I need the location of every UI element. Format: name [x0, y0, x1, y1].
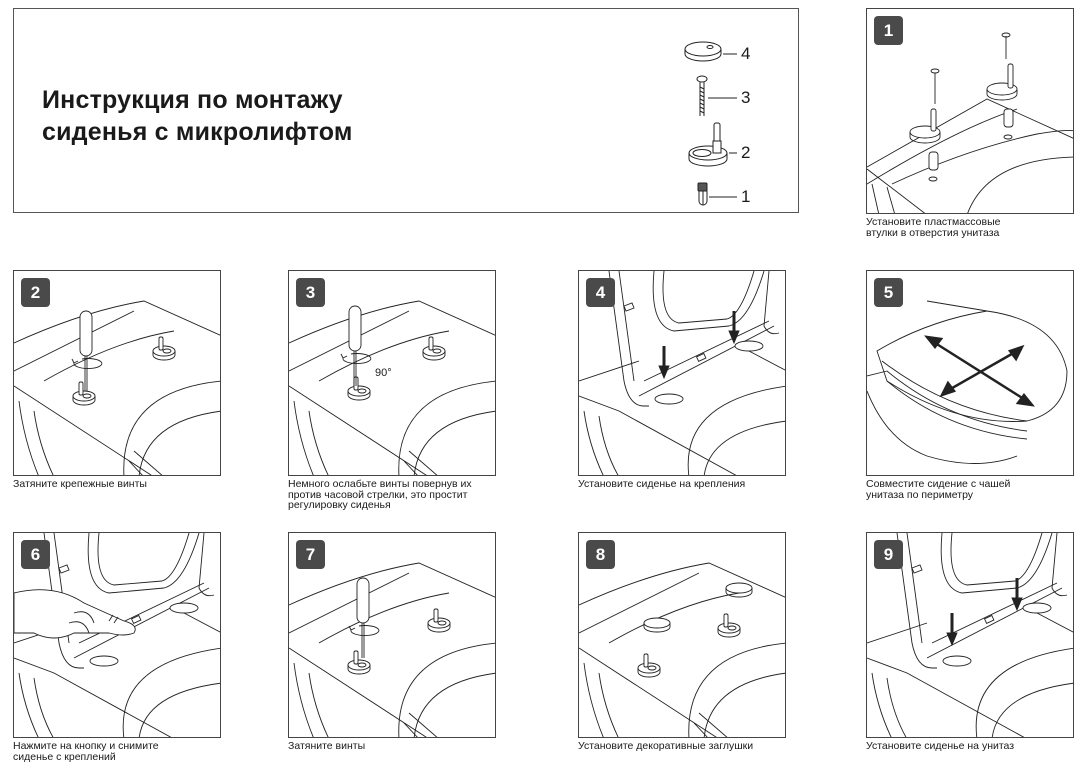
- caption-line: Нажмите на кнопку и снимите: [13, 740, 159, 752]
- step-8-illustration: [579, 562, 785, 737]
- step-2-caption: Затяните крепежные винты: [13, 479, 243, 490]
- rotation-angle-label: 90°: [375, 367, 392, 379]
- step-4-panel: 4: [578, 270, 786, 476]
- step-3-panel: 3 90°: [288, 270, 496, 476]
- caption-line: Установите сиденье на крепления: [578, 478, 746, 490]
- caption-line: Установите сиденье на унитаз: [866, 740, 1015, 752]
- plastic-anchor-icon: [697, 182, 737, 206]
- arrow-down-icon: [1011, 578, 1023, 612]
- caption-line: Немного ослабьте винты повернув их: [288, 478, 472, 490]
- part-number-1: 1: [741, 187, 751, 206]
- step-9-badge: 9: [874, 540, 903, 569]
- step-5-panel: 5: [866, 270, 1074, 476]
- caption-line: регулировку сиденья: [288, 499, 391, 511]
- step-1-caption: Установите пластмассовые втулки в отверс…: [866, 217, 1080, 238]
- step-6-illustration: [14, 533, 220, 737]
- step-9-panel: 9: [866, 532, 1074, 738]
- screw-icon: [696, 75, 737, 116]
- arrow-down-icon: [728, 311, 740, 345]
- step-5-illustration: [867, 300, 1068, 464]
- step-8-panel: 8: [578, 532, 786, 738]
- step-5-badge: 5: [874, 278, 903, 307]
- arrow-down-icon: [658, 346, 670, 380]
- step-1-panel: 1: [866, 8, 1074, 214]
- step-7-illustration: [289, 562, 495, 737]
- step-3-badge: 3: [296, 278, 325, 307]
- step-6-panel: 6: [13, 532, 221, 738]
- caption-line: унитаза по периметру: [866, 488, 974, 501]
- cap-cover-icon: [684, 41, 737, 62]
- caption-line: против часовой стрелки, это простит: [288, 488, 468, 501]
- step-9-illustration: [867, 533, 1073, 737]
- caption-line: Установите декоративные заглушки: [578, 740, 754, 752]
- step-8-badge: 8: [586, 540, 615, 569]
- caption-line: Установите пластмассовые: [866, 216, 1001, 228]
- step-3-illustration: [289, 300, 495, 475]
- caption-line: втулки в отверстия унитаза: [866, 226, 1000, 239]
- step-2-panel: 2: [13, 270, 221, 476]
- page-title: Инструкция по монтажу сиденья с микролиф…: [42, 84, 353, 148]
- caption-line: сиденье с креплений: [13, 750, 116, 763]
- step-1-illustration: [867, 32, 1073, 213]
- caption-line: Затяните винты: [288, 740, 366, 752]
- step-7-panel: 7: [288, 532, 496, 738]
- parts-list: 4 3 2 1: [664, 27, 804, 217]
- title-line-1: Инструкция по монтажу: [42, 86, 343, 114]
- part-number-3: 3: [741, 88, 751, 107]
- part-number-4: 4: [741, 44, 751, 63]
- title-box: Инструкция по монтажу сиденья с микролиф…: [13, 8, 799, 213]
- step-2-badge: 2: [21, 278, 50, 307]
- hinge-mount-icon: [688, 122, 737, 167]
- caption-line: Затяните крепежные винты: [13, 478, 147, 490]
- step-8-caption: Установите декоративные заглушки: [578, 741, 808, 752]
- caption-line: Совместите сидение с чашей: [866, 478, 1011, 490]
- step-4-illustration: [579, 271, 785, 475]
- step-4-caption: Установите сиденье на крепления: [578, 479, 808, 490]
- step-6-badge: 6: [21, 540, 50, 569]
- arrow-down-icon: [946, 613, 958, 647]
- title-line-2: сиденья с микролифтом: [42, 118, 353, 146]
- part-number-2: 2: [741, 143, 751, 162]
- arrows-cross-icon: [924, 335, 1035, 407]
- step-1-badge: 1: [874, 16, 903, 45]
- step-7-caption: Затяните винты: [288, 741, 518, 752]
- step-2-illustration: [14, 300, 220, 475]
- step-4-badge: 4: [586, 278, 615, 307]
- step-9-caption: Установите сиденье на унитаз: [866, 741, 1080, 752]
- step-7-badge: 7: [296, 540, 325, 569]
